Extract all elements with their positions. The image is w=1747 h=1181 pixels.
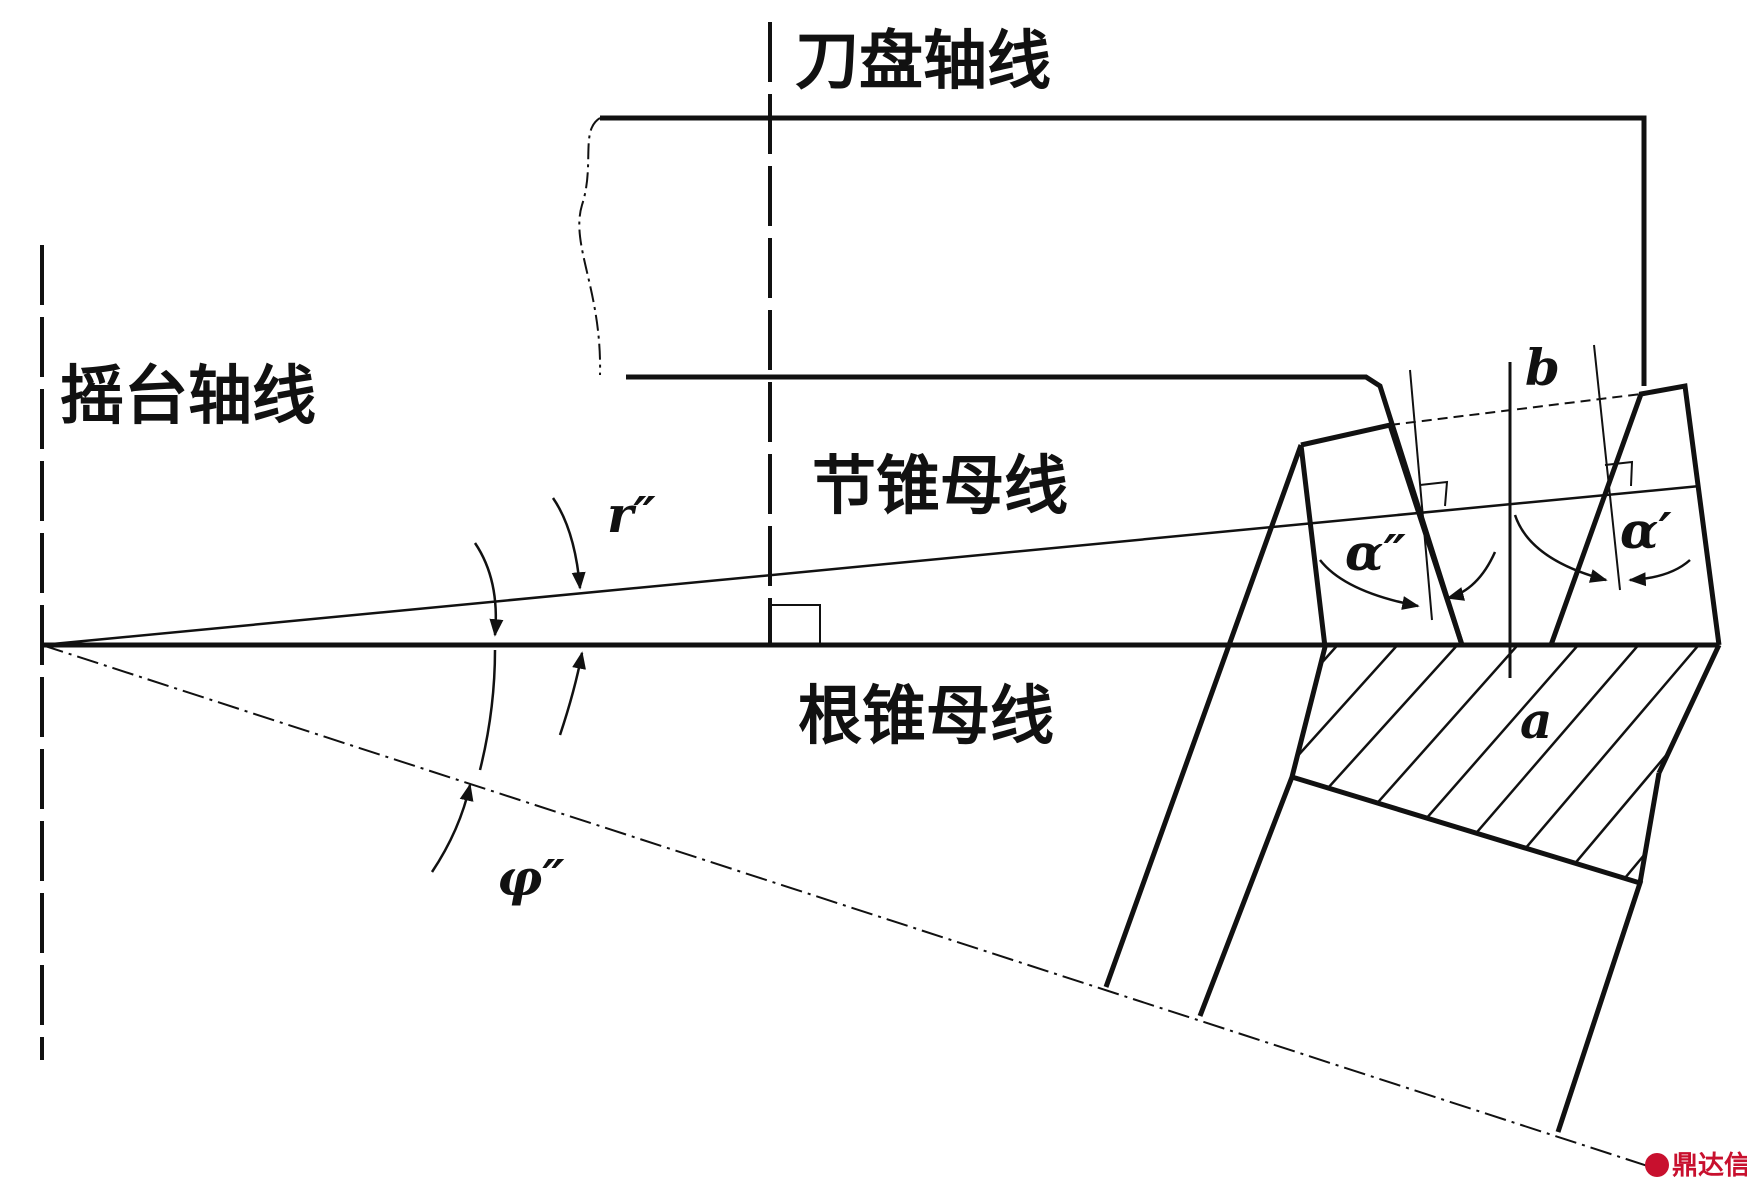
right-angle-mark-outer bbox=[1604, 460, 1634, 487]
svg-text:鼎达信: 鼎达信 bbox=[1672, 1151, 1747, 1181]
pitch-cone-label: 节锥母线 bbox=[812, 450, 1068, 524]
a-symbol: a bbox=[1520, 691, 1552, 750]
watermark-logo: 鼎达信 bbox=[1645, 1151, 1747, 1181]
normal-line-inner bbox=[1409, 369, 1433, 621]
alpha-outer-symbol: α′ bbox=[1620, 501, 1672, 560]
phi-arc-mid bbox=[478, 649, 497, 771]
cutter-axis-label: 刀盘轴线 bbox=[795, 25, 1051, 99]
tooth-right-outline bbox=[1548, 383, 1722, 646]
blade-top-dashed-line bbox=[1389, 393, 1642, 426]
root-cone-label: 根锥母线 bbox=[798, 680, 1054, 754]
cutter-head-break-line bbox=[578, 117, 602, 376]
cradle-axis-label: 摇台轴线 bbox=[60, 360, 316, 434]
alpha-inner-symbol: α″ bbox=[1345, 523, 1406, 582]
gamma-arc-lower bbox=[558, 651, 586, 736]
alpha-outer-arc bbox=[1513, 514, 1608, 583]
b-symbol: b bbox=[1525, 338, 1560, 397]
phi-arc-lower bbox=[430, 783, 474, 873]
right-angle-mark-inner bbox=[1419, 480, 1449, 507]
right-angle-mark-root bbox=[770, 604, 821, 645]
gamma-arc-upper bbox=[551, 497, 586, 590]
hatched-section bbox=[1292, 647, 1719, 883]
alpha-outer-arc-2 bbox=[1628, 559, 1691, 587]
alpha-inner-arc bbox=[1446, 551, 1497, 601]
phi-symbol: φ″ bbox=[497, 848, 565, 907]
gear-blank-outline bbox=[1103, 444, 1722, 1133]
normal-line-outer bbox=[1593, 344, 1621, 591]
pitch-cone-line bbox=[41, 484, 1701, 647]
alpha-inner-arc-2 bbox=[1319, 559, 1420, 610]
gamma-symbol: r″ bbox=[607, 485, 656, 544]
phi-arc-upper bbox=[473, 542, 504, 637]
gear-axis-line bbox=[41, 644, 1661, 1171]
